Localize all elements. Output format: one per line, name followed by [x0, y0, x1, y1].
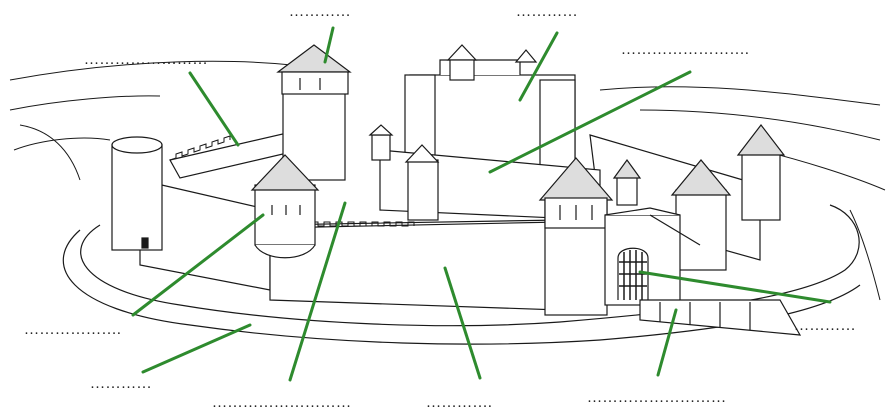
label-blank-tower[interactable]: ………………. [24, 322, 121, 339]
label-blank-drawbridge[interactable]: ……………………… [587, 390, 727, 407]
label-blank-curtain-wall[interactable]: …………. [426, 395, 492, 412]
label-blank-wall-walk[interactable]: …………………… [84, 52, 208, 69]
leader-line-4 [190, 73, 238, 145]
label-blank-portcullis[interactable]: ………… [794, 318, 856, 335]
label-blank-inner-ward[interactable]: ……………………. [621, 42, 749, 59]
label-blank-battlements[interactable]: ……………………… [212, 395, 352, 412]
leader-line-6 [143, 325, 250, 372]
label-blank-moat[interactable]: ………… [90, 376, 152, 393]
label-blank-tower-roof[interactable]: ………… [289, 4, 351, 21]
label-blank-keep[interactable]: ………… [516, 4, 578, 21]
tower-left [112, 137, 162, 250]
